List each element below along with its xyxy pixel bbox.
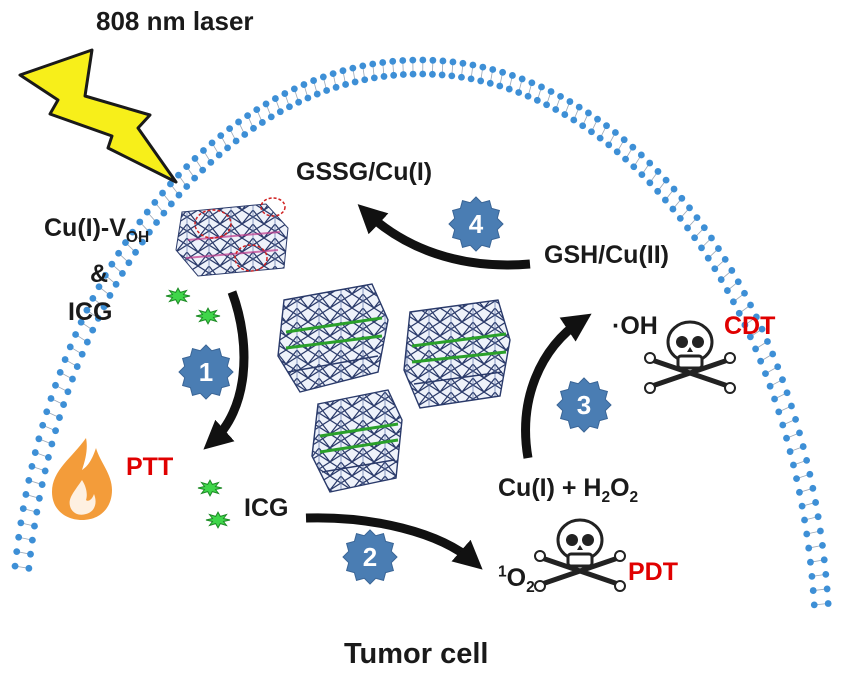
icg-splat-4 [206,512,230,528]
step-number-2: 2 [363,542,377,572]
step-number-4: 4 [469,209,484,239]
cu-voh-nanosheet-icon [176,198,288,276]
ptt-label: PTT [126,455,173,480]
step-number-3: 3 [577,390,591,420]
mof-stack-right-icon [404,300,510,408]
icg-splat-1 [166,288,190,304]
cu-h2o2-sub-1: 2 [601,489,610,506]
icg-top-label: ICG [68,300,112,325]
icg-splat-2 [196,308,220,324]
singlet-main: O [507,564,526,592]
cu-voh-label: Cu(I)-VOH [44,216,149,241]
tumor-cell-label: Tumor cell [344,640,489,669]
mof-stack-bottom-icon [312,390,402,492]
skull-icon-pdt [535,520,625,591]
gssg-label: GSSG/Cu(I) [296,160,432,185]
skull-icon-cdt [645,322,735,393]
laser-bolt-icon [20,50,176,182]
ampersand-label: & [90,262,108,287]
pdt-label: PDT [628,560,678,585]
cu-h2o2-part-a: Cu(I) + H [498,474,601,502]
step-number-1: 1 [199,357,213,387]
singlet-sub: 2 [526,579,535,596]
hydroxyl-radical-label: ·OH [612,314,658,339]
laser-label: 808 nm laser [96,8,254,34]
arrow-step-4 [366,212,530,265]
cu-h2o2-sub-2: 2 [630,489,639,506]
cu-voh-subscript: OH [126,229,149,246]
icg-splat-3 [198,480,222,496]
cu-voh-main: Cu(I)-V [44,214,126,242]
cu-h2o2-part-b: O [610,474,629,502]
mof-stack-left-icon [278,284,388,392]
icg-bottom-label: ICG [244,496,288,521]
cu-h2o2-label: Cu(I) + H2O2 [498,476,638,501]
gsh-label: GSH/Cu(II) [544,243,669,268]
singlet-oxygen-label: 1O2 [498,566,535,591]
singlet-sup: 1 [498,564,507,581]
fire-icon [52,438,112,520]
cdt-label: CDT [724,314,775,339]
